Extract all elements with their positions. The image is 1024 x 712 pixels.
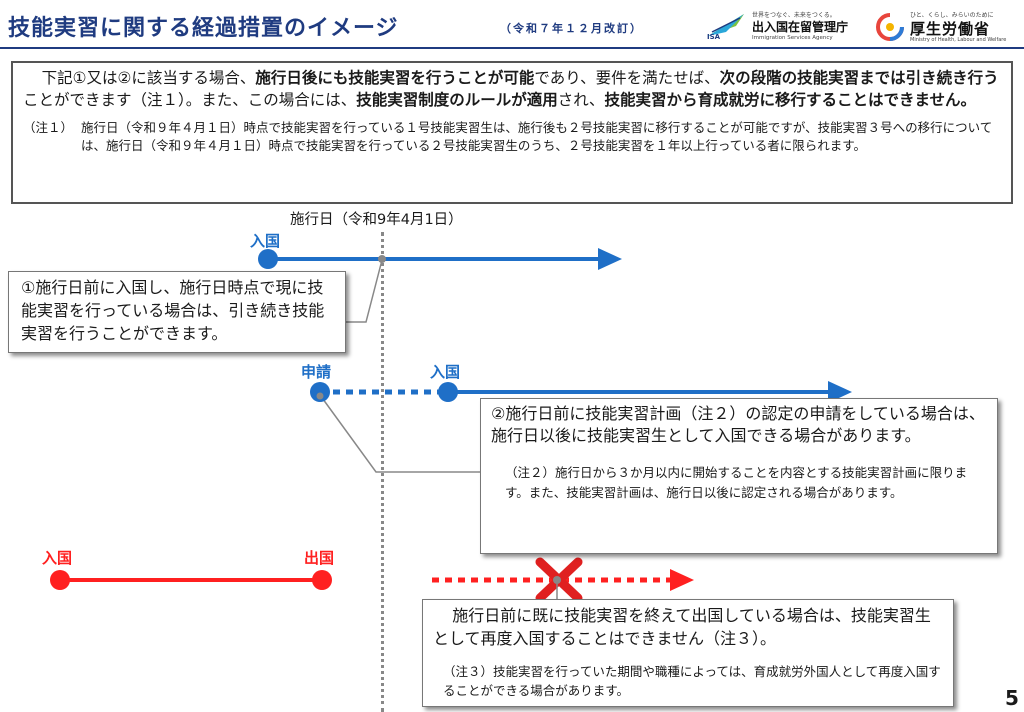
callout-1-text: ①施行日前に入国し、施行日時点で現に技能実習を行っている場合は、引き続き技能実習… (21, 278, 325, 343)
mhlw-name: 厚生労働省 (910, 20, 991, 38)
timeline-2-application-label: 申請 (301, 363, 332, 381)
intro-segment: 下記①又は②に該当する場合、 (41, 69, 256, 87)
intro-box: 下記①又は②に該当する場合、施行日後にも技能実習を行うことが可能であり、要件を満… (11, 61, 1013, 204)
timeline-1-entry-label: 入国 (250, 232, 281, 250)
note-1-text: 施行日（令和９年４月１日）時点で技能実習を行っている１号技能実習生は、施行後も２… (81, 120, 993, 153)
callout-case-1: ①施行日前に入国し、施行日時点で現に技能実習を行っている場合は、引き続き技能実習… (8, 271, 346, 353)
note-3-text: （注３）技能実習を行っていた期間や職種によっては、育成就労外国人として再度入国す… (443, 664, 941, 698)
callout-case-2: ②施行日前に技能実習計画（注２）の認定の申請をしている場合は、施行日以後に技能実… (480, 398, 998, 554)
enforcement-date-label: 施行日（令和9年4月1日） (290, 212, 463, 228)
callout-3-text: 施行日前に既に技能実習を終えて出国している場合は、技能実習生として再度入国するこ… (433, 606, 931, 648)
intro-segment-bold: 技能実習から育成就労に移行することはできません。 (604, 91, 976, 109)
timeline-3-entry-label: 入国 (42, 549, 73, 567)
note-1: （注１） 施行日（令和９年４月１日）時点で技能実習を行っている１号技能実習生は、… (23, 119, 1001, 155)
timeline-2-entry-label: 入国 (430, 363, 461, 381)
isa-slogan: 世界をつなぐ、未来をつくる。 (752, 12, 836, 19)
isa-name: 出入国在留管理庁 (752, 20, 849, 34)
isa-english-name: Immigration Services Agency (752, 35, 833, 41)
header-divider (0, 47, 1024, 49)
intro-segment: され、 (557, 91, 605, 109)
enforcement-date-line (381, 232, 384, 712)
intro-paragraph: 下記①又は②に該当する場合、施行日後にも技能実習を行うことが可能であり、要件を満… (23, 67, 1001, 111)
timeline-3-exit-label: 出国 (304, 549, 335, 567)
isa-mark-icon (708, 14, 744, 36)
intro-segment-bold: 施行日後にも技能実習を行うことが可能 (255, 69, 535, 87)
isa-mark-text: ISA (707, 33, 721, 41)
intro-segment-bold: 技能実習制度のルールが適用 (356, 91, 558, 109)
mhlw-mark-icon (876, 13, 904, 41)
isa-logo: ISA 世界をつなぐ、未来をつくる。 出入国在留管理庁 Immigration … (706, 8, 856, 46)
mhlw-logo: ひと、くらし、みらいのために 厚生労働省 Ministry of Health,… (874, 8, 1020, 46)
intro-segment: ことができます（注１）。また、この場合には、 (23, 91, 357, 109)
note-1-label: （注１） (23, 120, 74, 135)
page-title: 技能実習に関する経過措置のイメージ (8, 16, 399, 41)
callout-2-text: ②施行日前に技能実習計画（注２）の認定の申請をしている場合は、施行日以後に技能実… (491, 404, 985, 445)
note-2-text: （注２）施行日から３か月以内に開始することを内容とする技能実習計画に限ります。ま… (505, 465, 968, 500)
revision-note: （令和７年１２月改訂） (500, 22, 643, 35)
mhlw-english-name: Ministry of Health, Labour and Welfare (910, 37, 1007, 43)
intro-segment-bold: 次の段階の技能実習までは引き続き行う (719, 69, 999, 87)
intro-segment: であり、要件を満たせば、 (534, 69, 720, 87)
callout-case-3: 施行日前に既に技能実習を終えて出国している場合は、技能実習生として再度入国するこ… (422, 599, 954, 707)
page-number: 5 (1005, 686, 1019, 710)
mhlw-slogan: ひと、くらし、みらいのために (910, 12, 994, 19)
